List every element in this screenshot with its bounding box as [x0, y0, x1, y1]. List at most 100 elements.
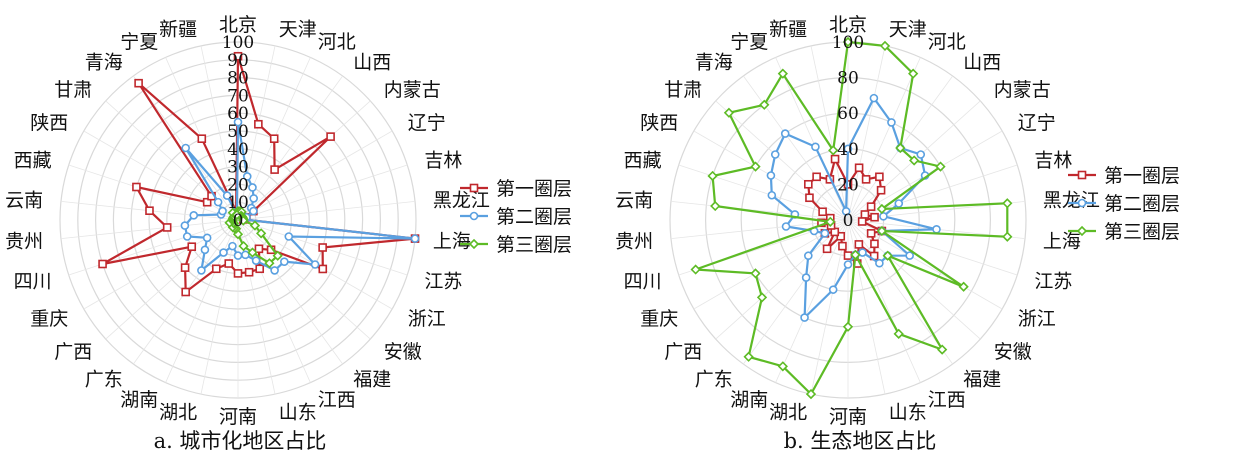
category-label: 贵州 — [615, 231, 653, 253]
data-point — [279, 257, 289, 266]
data-point — [842, 321, 854, 332]
data-point — [181, 143, 190, 153]
category-label: 湖北 — [769, 402, 807, 424]
category-label: 西藏 — [14, 149, 52, 171]
data-point — [937, 344, 948, 355]
data-point — [759, 99, 770, 110]
data-point — [162, 223, 172, 232]
data-point — [202, 233, 212, 243]
radial-tick-label: 100 — [832, 33, 864, 53]
category-label: 内蒙古 — [994, 79, 1051, 101]
data-point — [272, 250, 283, 261]
radial-tick-label: 20 — [227, 175, 249, 195]
legend-label: 第二圈层 — [496, 206, 572, 228]
category-label: 广西 — [664, 341, 702, 363]
grid-spoke — [237, 219, 311, 383]
category-label: 吉林 — [1034, 149, 1072, 171]
data-point — [238, 240, 249, 252]
category-label: 河北 — [318, 31, 356, 53]
data-point — [876, 185, 886, 195]
data-point — [766, 171, 776, 180]
category-label: 山西 — [353, 51, 391, 73]
data-point — [211, 264, 221, 274]
category-label: 四川 — [624, 271, 662, 293]
legend-label: 第一圈层 — [1104, 165, 1180, 187]
category-label: 青海 — [695, 51, 733, 73]
legend-label: 第三圈层 — [1104, 221, 1180, 243]
grid-spoke — [743, 219, 849, 365]
data-point — [805, 193, 814, 203]
data-point — [233, 117, 243, 127]
grid-spoke — [237, 100, 371, 221]
data-point — [249, 220, 261, 231]
data-point — [800, 313, 809, 322]
category-label: 甘肃 — [664, 79, 702, 101]
data-point — [254, 119, 263, 129]
data-point — [843, 251, 853, 260]
grid-spoke — [200, 45, 239, 221]
data-point — [909, 155, 920, 166]
category-label: 云南 — [615, 190, 653, 212]
data-point — [842, 36, 854, 48]
data-point — [255, 228, 267, 239]
category-label: 河南 — [219, 406, 257, 428]
category-label: 贵州 — [5, 231, 43, 253]
data-point — [841, 206, 851, 216]
data-point — [710, 200, 721, 212]
radial-tick-label: 80 — [837, 69, 859, 89]
caption-urbanization: a. 城市化地区占比 — [154, 429, 327, 453]
data-point — [181, 287, 190, 297]
data-point — [1002, 198, 1013, 209]
data-point — [811, 142, 820, 152]
grid-spoke — [743, 75, 849, 221]
data-point — [270, 266, 279, 275]
series-line-2 — [183, 121, 416, 274]
data-point — [825, 216, 836, 227]
category-label: 湖南 — [120, 389, 158, 411]
category-label: 山西 — [963, 51, 1001, 73]
category-label: 安徽 — [994, 341, 1032, 363]
category-label: 河南 — [829, 406, 867, 428]
data-point — [818, 207, 827, 217]
data-point — [777, 361, 788, 372]
data-point — [98, 259, 107, 269]
data-point — [879, 211, 888, 221]
radial-tick-label: 40 — [227, 140, 249, 160]
data-point — [743, 351, 754, 362]
category-label: 重庆 — [640, 308, 678, 330]
radial-tick-label: 60 — [227, 104, 249, 124]
radial-tick-label: 20 — [837, 175, 859, 195]
data-point — [249, 206, 258, 216]
category-label: 新疆 — [769, 18, 807, 40]
legend-label: 第一圈层 — [496, 178, 572, 200]
data-point — [1002, 231, 1013, 242]
data-point — [264, 258, 275, 269]
grid-spoke — [83, 219, 239, 310]
data-point — [822, 244, 832, 254]
category-label: 湖南 — [730, 389, 768, 411]
data-point — [228, 241, 237, 251]
data-point — [804, 179, 813, 189]
radial-tick-label: 80 — [227, 69, 249, 89]
data-point — [132, 182, 141, 192]
data-point — [249, 194, 258, 203]
category-label: 云南 — [5, 190, 43, 212]
grid-spoke — [68, 219, 239, 276]
grid-spoke — [237, 219, 343, 365]
data-point — [876, 225, 887, 237]
grid-spoke — [847, 219, 981, 340]
data-point — [780, 129, 790, 138]
category-label: 宁夏 — [120, 31, 158, 53]
grid-spoke — [237, 130, 393, 221]
data-point — [860, 210, 870, 219]
data-point — [932, 225, 941, 234]
data-point — [830, 154, 840, 164]
radial-tick-label: 70 — [227, 86, 249, 106]
legend-label: 第二圈层 — [1104, 193, 1180, 215]
grid-spoke — [810, 45, 849, 221]
data-point — [828, 285, 838, 294]
data-point — [908, 68, 919, 79]
data-point — [870, 239, 879, 249]
data-point — [318, 264, 328, 274]
radial-tick-label: 10 — [227, 193, 249, 213]
